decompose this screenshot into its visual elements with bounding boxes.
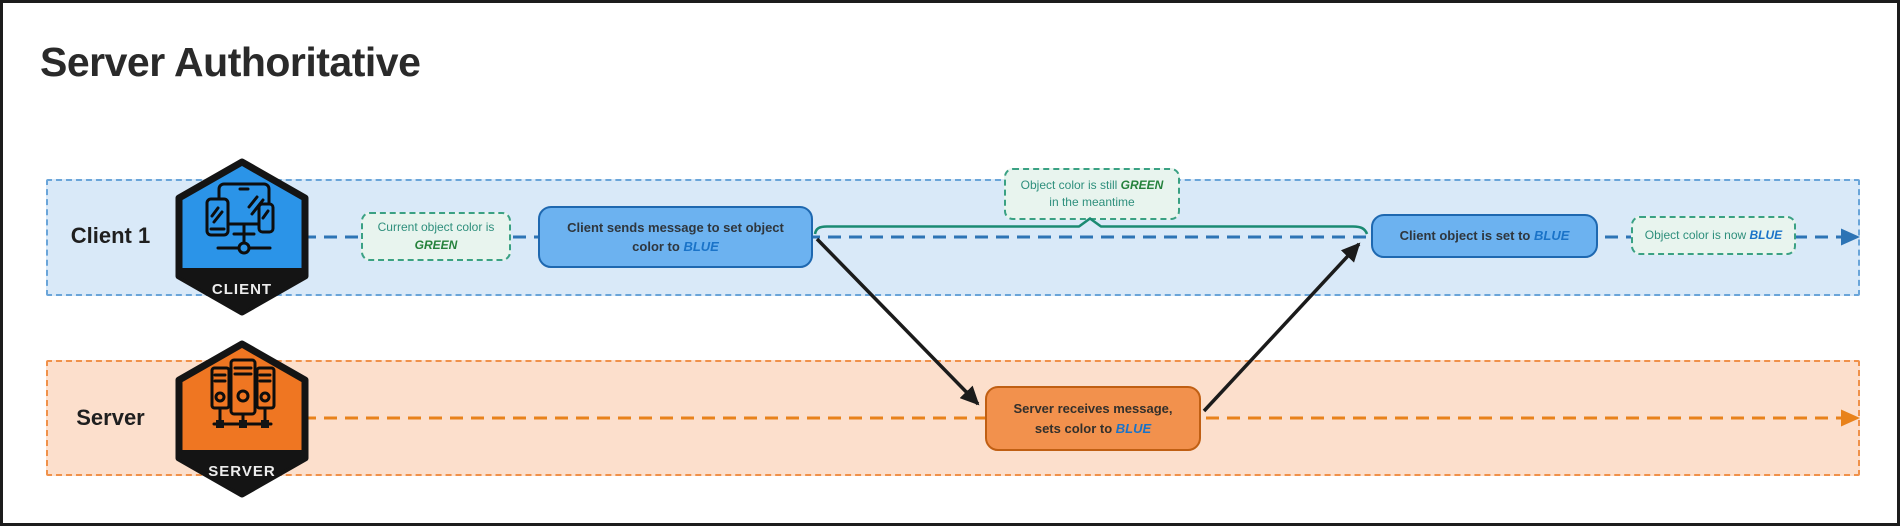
client-lane-label: Client 1 (70, 223, 151, 248)
client-timeline-arrowhead (1841, 228, 1860, 246)
note-still-green: Object color is still GREEN in the meant… (1004, 168, 1180, 220)
arrow-client-to-server (815, 237, 980, 406)
green-highlight: GREEN (1120, 177, 1164, 192)
blue-highlight: BLUE (1115, 420, 1152, 436)
blue-highlight: BLUE (1749, 227, 1783, 242)
box-server-receives-text: Server receives message, (1013, 401, 1173, 416)
server-racks-icon (210, 358, 276, 428)
note-current-color: Current object color is GREEN (361, 212, 511, 261)
box-server-receives-text2: sets color to (1034, 420, 1116, 436)
blue-highlight: BLUE (1533, 228, 1570, 244)
server-lane-label: Server (76, 405, 145, 430)
note-current-color-text: Current object color is (377, 220, 495, 235)
server-timeline-arrowhead (1841, 409, 1860, 427)
box-client-sends-message: Client sends message to set object color… (538, 206, 813, 268)
note-now-blue: Object color is now BLUE (1631, 216, 1796, 255)
devices-icon (205, 182, 275, 255)
client-badge: CLIENT (175, 158, 309, 316)
green-highlight: GREEN (414, 237, 458, 252)
diagram-title: Server Authoritative (40, 39, 421, 85)
server-badge: SERVER (175, 340, 309, 498)
note-still-green-text: Object color is still (1020, 177, 1121, 192)
arrow-server-to-client (1202, 242, 1361, 413)
note-still-green-text2: in the meantime (1049, 195, 1135, 209)
meantime-brace (813, 217, 1369, 235)
client-badge-label: CLIENT (212, 281, 272, 298)
box-client-sends-text: Client sends message to set object color… (567, 219, 784, 255)
box-server-receives: Server receives message, sets color to B… (985, 386, 1201, 451)
connectors-layer (813, 217, 1369, 413)
server-badge-label: SERVER (208, 463, 275, 480)
box-client-set-text: Client object is set to (1399, 228, 1534, 244)
blue-highlight: BLUE (683, 239, 719, 254)
note-now-blue-text: Object color is now (1644, 227, 1750, 242)
box-client-object-set: Client object is set to BLUE (1371, 214, 1598, 258)
